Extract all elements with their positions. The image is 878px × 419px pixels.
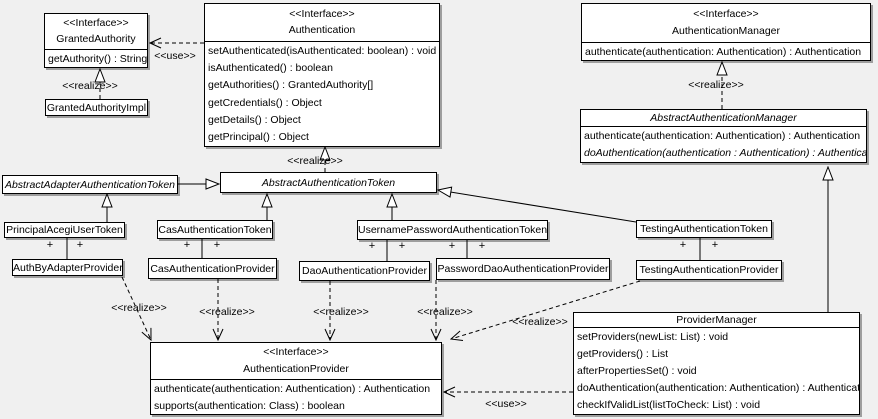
stereotype-label: <<Interface>> bbox=[263, 346, 329, 359]
class-name: TestingAuthenticationProvider bbox=[639, 264, 779, 276]
method-row: getPrincipal() : Object bbox=[208, 131, 309, 144]
class-cas-authentication-provider[interactable]: CasAuthenticationProvider bbox=[148, 258, 277, 279]
class-cas-authentication-token[interactable]: CasAuthenticationToken bbox=[157, 220, 273, 239]
method-row: doAuthentication(authentication: Authent… bbox=[577, 382, 859, 395]
method-row: getAuthorities() : GrantedAuthority[] bbox=[208, 79, 374, 92]
realize-label: <<realize>> bbox=[199, 306, 255, 318]
class-name: AbstractAdapterAuthenticationToken bbox=[4, 178, 176, 191]
method-row: isAuthenticated() : boolean bbox=[208, 61, 333, 74]
stereotype-label: <<Interface>> bbox=[63, 17, 129, 29]
plus-adornment: + bbox=[448, 240, 456, 252]
class-name: DaoAuthenticationProvider bbox=[302, 265, 427, 277]
class-name: CasAuthenticationProvider bbox=[150, 262, 275, 275]
class-testing-authentication-provider[interactable]: TestingAuthenticationProvider bbox=[636, 260, 782, 280]
generalization-testing-token-to-abstract-token[interactable] bbox=[438, 190, 637, 223]
realize-label: <<realize>> bbox=[417, 306, 473, 318]
method-row: afterPropertiesSet() : void bbox=[577, 365, 697, 377]
method-row: setProviders(newList: List) : void bbox=[577, 330, 729, 343]
plus-adornment: + bbox=[368, 240, 376, 252]
class-name: UsernamePasswordAuthenticationToken bbox=[358, 224, 547, 236]
stereotype-label: <<Interface>> bbox=[289, 7, 355, 20]
class-abstract-adapter-authentication-token[interactable]: AbstractAdapterAuthenticationToken bbox=[2, 175, 178, 194]
class-abstract-authentication-token[interactable]: AbstractAuthenticationToken bbox=[220, 172, 437, 193]
class-name: TestingAuthenticationToken bbox=[640, 223, 768, 235]
realize-label: <<realize>> bbox=[313, 306, 369, 318]
method-row: authenticate(authentication: Authenticat… bbox=[154, 382, 431, 395]
plus-adornment: + bbox=[711, 239, 719, 251]
class-name: GrantedAuthorityImpl bbox=[46, 101, 147, 114]
class-dao-authentication-provider[interactable]: DaoAuthenticationProvider bbox=[299, 261, 430, 281]
class-name: PasswordDaoAuthenticationProvider bbox=[437, 263, 609, 275]
method-row: getCredentials() : Object bbox=[208, 96, 322, 109]
class-name: CasAuthenticationToken bbox=[158, 223, 272, 236]
realize-label: <<realize>> bbox=[62, 80, 118, 92]
class-testing-authentication-token[interactable]: TestingAuthenticationToken bbox=[636, 220, 772, 238]
method-row: getProviders() : List bbox=[577, 347, 669, 360]
plus-adornment: + bbox=[183, 239, 191, 251]
method-row: authenticate(authentication: Authenticat… bbox=[584, 129, 861, 142]
method-row: checkIfValidList(listToCheck: List) : vo… bbox=[577, 399, 761, 412]
class-name: AbstractAuthenticationManager bbox=[650, 111, 797, 124]
realize-label: <<realize>> bbox=[688, 79, 744, 91]
method-row: authenticate(authentication: Authenticat… bbox=[585, 45, 862, 58]
use-label: <<use>> bbox=[154, 50, 196, 62]
method-row: getAuthority() : String bbox=[48, 52, 147, 65]
class-username-password-authentication-token[interactable]: UsernamePasswordAuthenticationToken bbox=[357, 220, 548, 240]
class-password-dao-authentication-provider[interactable]: PasswordDaoAuthenticationProvider bbox=[436, 258, 610, 280]
class-authentication-manager[interactable]: <<Interface>> AuthenticationManager auth… bbox=[581, 3, 871, 61]
class-name: AuthenticationManager bbox=[672, 25, 780, 37]
method-row: supports(authentication: Class) : boolea… bbox=[154, 399, 345, 412]
class-name: Authentication bbox=[288, 24, 356, 37]
class-auth-by-adapter-provider[interactable]: AuthByAdapterProvider bbox=[12, 259, 123, 276]
realize-label: <<realize>> bbox=[287, 155, 343, 167]
method-row: doAuthentication(authentication : Authen… bbox=[584, 147, 866, 160]
class-authentication-provider[interactable]: <<Interface>> AuthenticationProvider aut… bbox=[150, 342, 442, 415]
class-granted-authority-impl[interactable]: GrantedAuthorityImpl bbox=[45, 99, 148, 116]
class-provider-manager[interactable]: ProviderManager setProviders(newList: Li… bbox=[573, 312, 860, 415]
class-principal-acegi-user-token[interactable]: PrincipalAcegiUserToken bbox=[4, 222, 125, 238]
class-name: GrantedAuthority bbox=[56, 33, 136, 45]
plus-adornment: + bbox=[679, 239, 687, 251]
plus-adornment: + bbox=[213, 239, 221, 251]
use-label: <<use>> bbox=[485, 398, 527, 410]
class-name: AuthByAdapterProvider bbox=[13, 261, 122, 274]
class-name: PrincipalAcegiUserToken bbox=[6, 224, 123, 236]
realize-label: <<realize>> bbox=[512, 316, 568, 328]
method-row: setAuthenticated(isAuthenticated: boolea… bbox=[208, 44, 437, 57]
plus-adornment: + bbox=[46, 239, 54, 251]
plus-adornment: + bbox=[478, 240, 486, 252]
method-row: getDetails() : Object bbox=[208, 113, 301, 126]
class-name: AuthenticationProvider bbox=[243, 362, 349, 375]
class-name: ProviderManager bbox=[676, 313, 757, 326]
stereotype-label: <<Interface>> bbox=[693, 8, 759, 20]
class-authentication[interactable]: <<Interface>> Authentication setAuthenti… bbox=[204, 3, 440, 147]
class-name: AbstractAuthenticationToken bbox=[261, 176, 396, 189]
class-granted-authority[interactable]: <<Interface>> GrantedAuthority getAuthor… bbox=[44, 13, 148, 68]
realize-label: <<realize>> bbox=[111, 302, 167, 314]
plus-adornment: + bbox=[398, 240, 406, 252]
class-abstract-authentication-manager[interactable]: AbstractAuthenticationManager authentica… bbox=[580, 109, 867, 163]
plus-adornment: + bbox=[76, 239, 84, 251]
